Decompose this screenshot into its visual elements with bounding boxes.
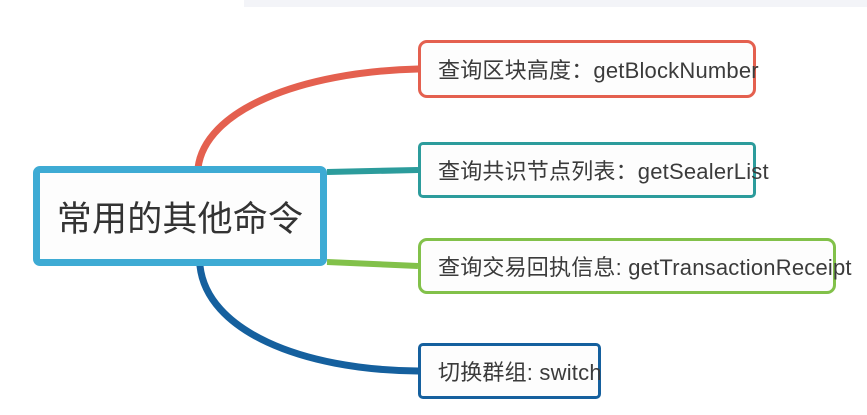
branch-node-get-sealer-list[interactable]: 查询共识节点列表：getSealerList bbox=[418, 142, 769, 198]
branch-node-switch[interactable]: 切换群组: switch bbox=[418, 343, 602, 399]
branch-node-label: 查询交易回执信息: getTransactionReceipt bbox=[438, 255, 852, 280]
connector-branch-1 bbox=[326, 167, 419, 175]
connector-branch-2 bbox=[326, 259, 419, 269]
branch-node-get-block-number[interactable]: 查询区块高度：getBlockNumber bbox=[418, 40, 759, 98]
root-node[interactable]: 常用的其他命令 bbox=[33, 166, 327, 266]
connector-branch-0 bbox=[194, 65, 422, 172]
branch-node-label: 查询区块高度：getBlockNumber bbox=[438, 58, 759, 83]
branch-node-label: 查询共识节点列表：getSealerList bbox=[438, 159, 769, 184]
cropped-top-band bbox=[244, 0, 867, 7]
connector-branch-3 bbox=[196, 262, 422, 375]
root-node-label: 常用的其他命令 bbox=[56, 199, 304, 239]
branch-node-label: 切换群组: switch bbox=[438, 360, 602, 385]
branch-node-get-transaction-receipt[interactable]: 查询交易回执信息: getTransactionReceipt bbox=[418, 238, 852, 294]
